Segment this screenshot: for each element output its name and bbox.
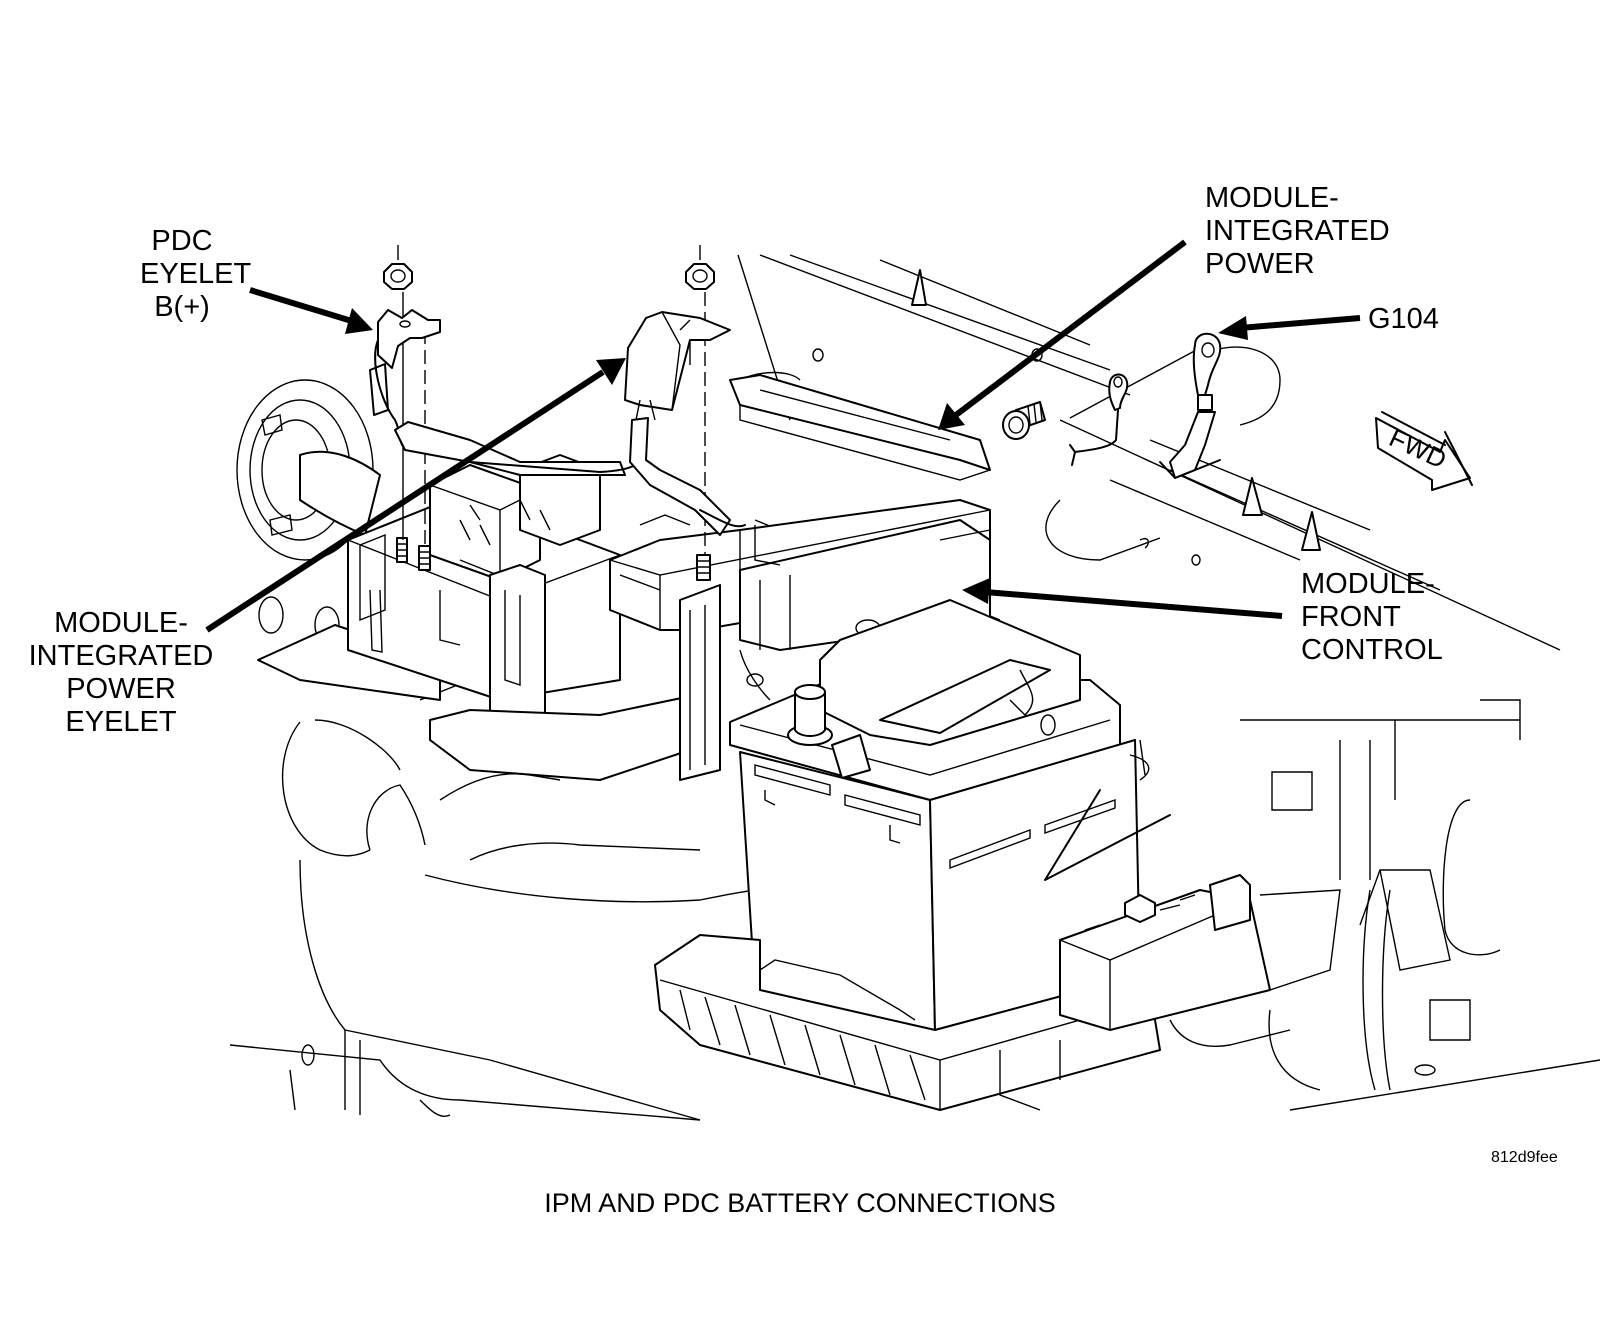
studs bbox=[696, 554, 711, 581]
power-distribution-center bbox=[1059, 874, 1341, 1091]
callout-line: PDC bbox=[151, 225, 213, 257]
callout-line: G104 bbox=[1368, 303, 1439, 335]
engine-compartment-panel bbox=[737, 254, 1600, 1111]
leader-g104 bbox=[1218, 315, 1361, 340]
callout-module-front-control: MODULE- FRONT CONTROL bbox=[1301, 568, 1443, 667]
leader-module-integrated-power bbox=[938, 239, 1187, 430]
callout-line: EYELET bbox=[65, 706, 177, 738]
ground-eyelet-g104 bbox=[1069, 332, 1281, 479]
callout-pdc-eyelet: PDC EYELET B(+) bbox=[140, 225, 252, 324]
leader-module-front-control bbox=[962, 578, 1283, 619]
nuts bbox=[383, 245, 715, 290]
strut-tower bbox=[236, 379, 381, 644]
callout-line: MODULE- bbox=[1205, 182, 1339, 214]
callout-module-integrated-power-eyelet: MODULE- INTEGRATED POWER EYELET bbox=[18, 607, 224, 739]
callout-line: POWER bbox=[1205, 248, 1315, 280]
leader-pdc-eyelet bbox=[249, 287, 373, 334]
callout-module-integrated-power: MODULE- INTEGRATED POWER bbox=[1205, 182, 1390, 281]
callout-line: B(+) bbox=[154, 291, 210, 323]
callout-line: CONTROL bbox=[1301, 634, 1443, 666]
callout-line: MODULE- bbox=[54, 607, 188, 639]
callout-g104: G104 bbox=[1368, 303, 1439, 336]
callout-line: EYELET bbox=[140, 258, 252, 290]
leader-module-integrated-power-eyelet bbox=[205, 358, 626, 633]
integrated-power-module bbox=[257, 454, 721, 781]
callout-line: INTEGRATED bbox=[28, 640, 214, 672]
pdc-battery-cable bbox=[369, 309, 643, 476]
callout-line: MODULE- bbox=[1301, 568, 1435, 600]
ipm-battery-cable bbox=[624, 311, 746, 536]
figure-id: 812d9fee bbox=[1491, 1149, 1558, 1166]
callout-line: POWER bbox=[66, 673, 176, 705]
callout-line: FRONT bbox=[1301, 601, 1401, 633]
figure-caption: IPM AND PDC BATTERY CONNECTIONS bbox=[544, 1188, 1056, 1218]
callout-line: INTEGRATED bbox=[1205, 215, 1390, 247]
forward-arrow-icon: FWD bbox=[1375, 411, 1473, 491]
ground-bolt bbox=[1002, 401, 1046, 440]
